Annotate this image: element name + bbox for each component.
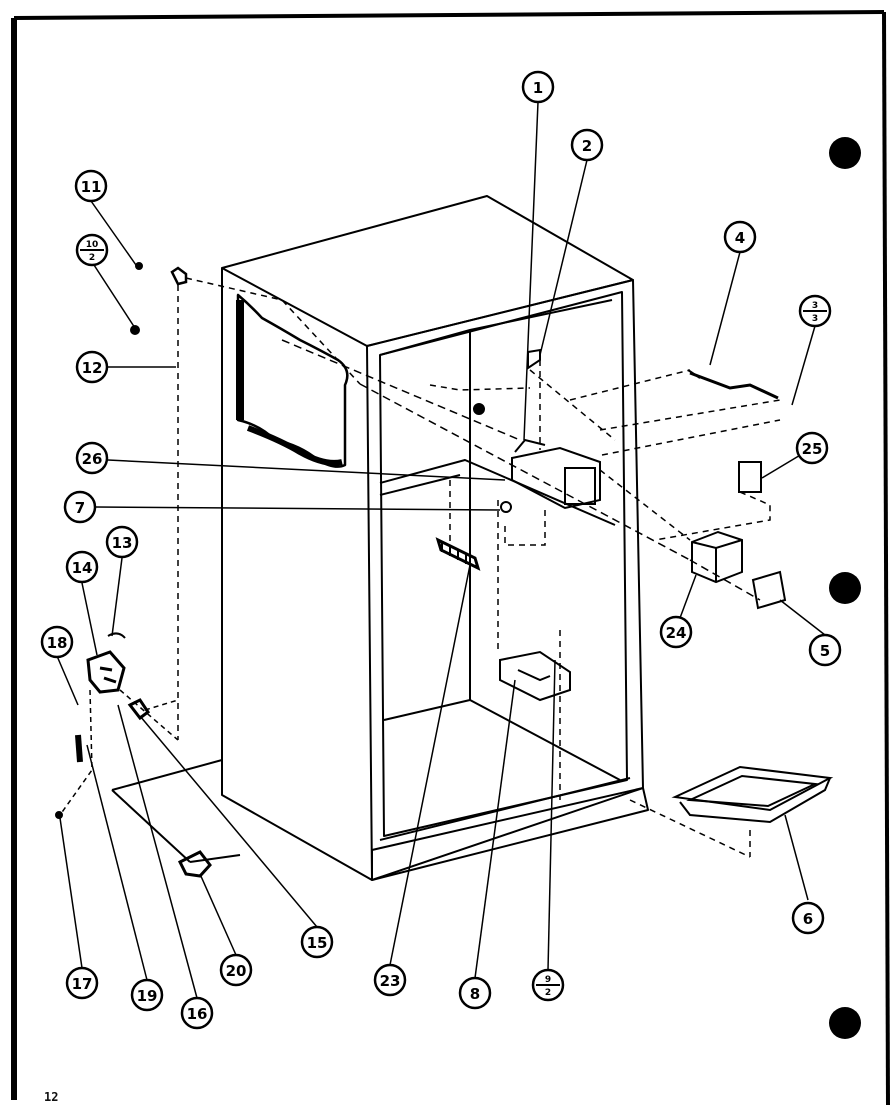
svg-text:12: 12 <box>82 359 103 377</box>
callout-15: 15 <box>300 925 334 959</box>
svg-text:4: 4 <box>735 229 745 247</box>
callout-3-fraction: 3 3 <box>798 294 832 328</box>
svg-text:7: 7 <box>75 499 85 517</box>
svg-text:17: 17 <box>72 975 93 993</box>
svg-text:25: 25 <box>802 440 823 458</box>
callout-12: 12 <box>75 350 109 384</box>
callout-11: 11 <box>74 169 108 203</box>
registration-dots <box>829 137 861 1039</box>
callout-7: 7 <box>63 490 97 524</box>
callout-14: 14 <box>65 550 99 584</box>
refrigerator-cabinet <box>221 195 649 881</box>
svg-text:14: 14 <box>72 559 93 577</box>
svg-text:11: 11 <box>81 178 102 196</box>
callout-pointers <box>56 101 826 999</box>
callout-25: 25 <box>795 431 829 465</box>
svg-text:26: 26 <box>82 450 103 468</box>
svg-text:3: 3 <box>812 314 818 324</box>
callout-24: 24 <box>659 615 693 649</box>
svg-text:10: 10 <box>86 240 99 250</box>
svg-text:2: 2 <box>89 253 95 263</box>
svg-text:16: 16 <box>187 1005 208 1023</box>
callout-18: 18 <box>40 625 74 659</box>
svg-text:18: 18 <box>47 634 68 652</box>
svg-text:9: 9 <box>545 975 551 985</box>
callout-4: 4 <box>723 220 757 254</box>
svg-text:15: 15 <box>307 934 328 952</box>
svg-text:23: 23 <box>380 972 401 990</box>
callout-13: 13 <box>105 525 139 559</box>
callout-16: 16 <box>180 996 214 1030</box>
leader-lines <box>59 277 781 858</box>
scan-border <box>11 10 890 1106</box>
svg-text:2: 2 <box>545 988 551 998</box>
svg-text:20: 20 <box>226 962 247 980</box>
callout-26: 26 <box>75 441 109 475</box>
callouts: 1 2 4 3 3 25 5 24 6 11 10 2 12 26 7 13 1… <box>40 70 842 1030</box>
callout-17: 17 <box>65 966 99 1000</box>
callout-5: 5 <box>808 633 842 667</box>
callout-2: 2 <box>570 128 604 162</box>
callout-8: 8 <box>458 976 492 1010</box>
callout-19: 19 <box>130 978 164 1012</box>
callout-9-fraction: 9 2 <box>531 968 565 1002</box>
svg-text:2: 2 <box>582 137 592 155</box>
svg-text:13: 13 <box>112 534 133 552</box>
svg-text:3: 3 <box>812 301 818 311</box>
callout-23: 23 <box>373 963 407 997</box>
svg-text:19: 19 <box>137 987 158 1005</box>
svg-text:24: 24 <box>666 624 687 642</box>
callout-10-fraction: 10 2 <box>75 233 109 267</box>
svg-text:5: 5 <box>820 642 830 660</box>
parts <box>55 262 834 878</box>
svg-text:1: 1 <box>533 79 543 97</box>
svg-text:8: 8 <box>470 985 480 1003</box>
page-number: 12 <box>44 1090 59 1104</box>
svg-text:6: 6 <box>803 910 813 928</box>
callout-6: 6 <box>791 901 825 935</box>
callout-1: 1 <box>521 70 555 104</box>
callout-20: 20 <box>219 953 253 987</box>
